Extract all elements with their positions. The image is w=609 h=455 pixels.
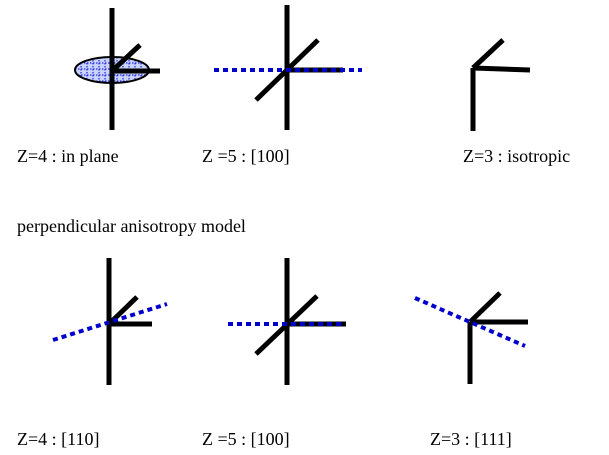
top-z3-isotropic-figure	[470, 38, 531, 131]
top-label-z5: Z =5 : [100]	[202, 146, 290, 166]
bottom-z5-100-figure	[228, 258, 346, 385]
bond-right	[472, 65, 531, 73]
bottom-label-z3: Z=3 : [111]	[430, 429, 512, 449]
bottom-label-z4: Z=4 : [110]	[17, 429, 99, 449]
bond-diagonal	[471, 38, 505, 70]
bond-diagonal	[110, 43, 142, 73]
bottom-label-z5: Z =5 : [100]	[202, 429, 290, 449]
easy-axis-dotted	[414, 296, 526, 348]
bond-diagonal	[468, 291, 502, 324]
bottom-z3-111-figure	[414, 291, 528, 384]
bottom-z4-110-figure	[52, 258, 168, 385]
section-title: perpendicular anisotropy model	[17, 216, 246, 236]
easy-axis-dotted	[52, 302, 168, 342]
top-z5-100-figure	[214, 5, 362, 130]
top-label-z3: Z=3 : isotropic	[463, 146, 570, 166]
top-label-z4: Z=4 : in plane	[17, 146, 119, 166]
top-z4-inplane-figure	[74, 8, 160, 130]
